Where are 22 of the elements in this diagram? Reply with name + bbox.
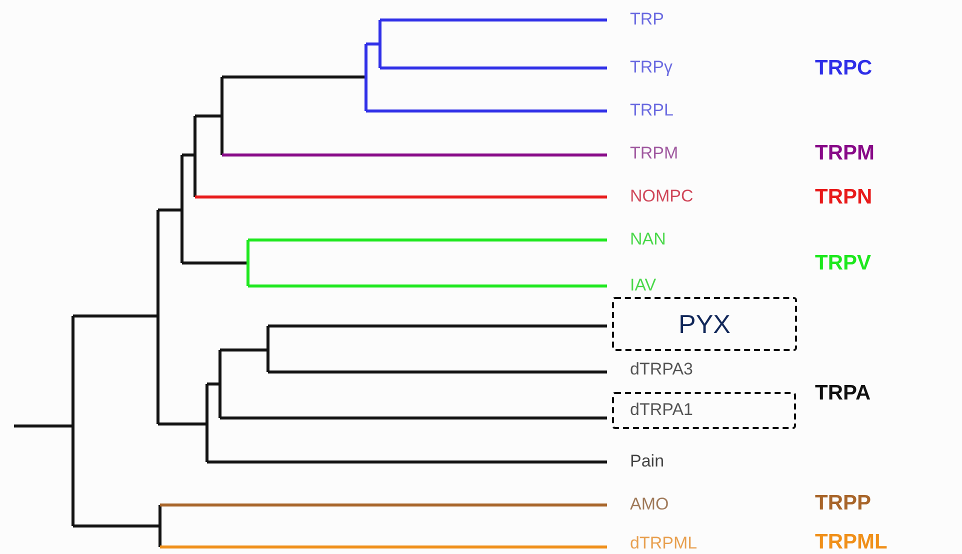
group-label: TRPA [815, 381, 871, 405]
leaf-label: Pain [630, 452, 664, 472]
group-label: TRPML [815, 530, 888, 554]
leaf-label: TRP [630, 10, 664, 30]
leaf-label: PYX [678, 310, 731, 338]
leaf-label: dTRPA3 [630, 360, 693, 380]
leaf-label: TRPM [630, 144, 678, 164]
dashed-highlight-box [612, 392, 796, 429]
group-label: TRPM [815, 141, 874, 165]
leaf-label: dTRPML [630, 534, 698, 554]
group-label: TRPN [815, 185, 872, 209]
leaf-label: AMO [630, 496, 669, 514]
leaf-label: NAN [630, 230, 666, 250]
leaf-label: TRPL [630, 102, 674, 120]
leaf-label: NOMPC [630, 188, 694, 206]
leaf-label: IAV [630, 276, 656, 296]
group-label: TRPC [815, 56, 872, 80]
group-label: TRPP [815, 491, 872, 515]
dashed-highlight-box [612, 297, 797, 351]
leaf-label: dTRPA1 [630, 401, 693, 420]
group-label: TRPV [815, 251, 872, 275]
leaf-label: TRPγ [630, 58, 672, 78]
